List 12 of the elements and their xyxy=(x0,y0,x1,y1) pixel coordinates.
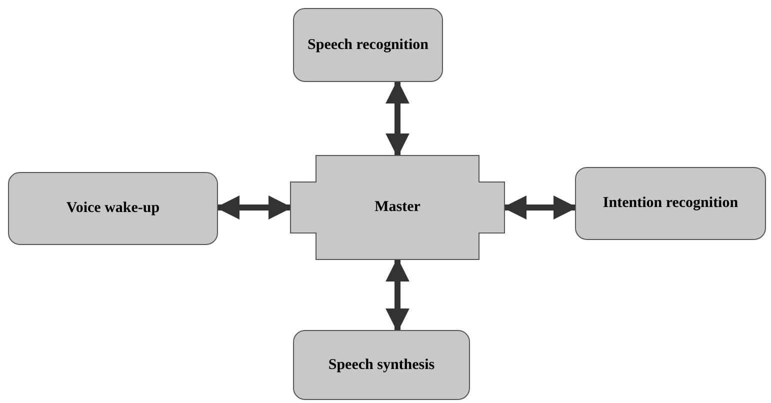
node-label: Speech synthesis xyxy=(328,356,435,375)
node-label: Master xyxy=(374,198,420,218)
node-label: Intention recognition xyxy=(602,194,738,214)
node-label: Voice wake-up xyxy=(66,199,160,218)
rounded-box xyxy=(293,8,443,82)
node-label: Speech recognition xyxy=(308,36,428,55)
rounded-box xyxy=(8,172,218,245)
rounded-box xyxy=(575,167,766,240)
rounded-box xyxy=(293,330,470,400)
double-arrow xyxy=(386,258,410,332)
double-arrow xyxy=(386,80,410,158)
double-arrow xyxy=(216,196,292,220)
